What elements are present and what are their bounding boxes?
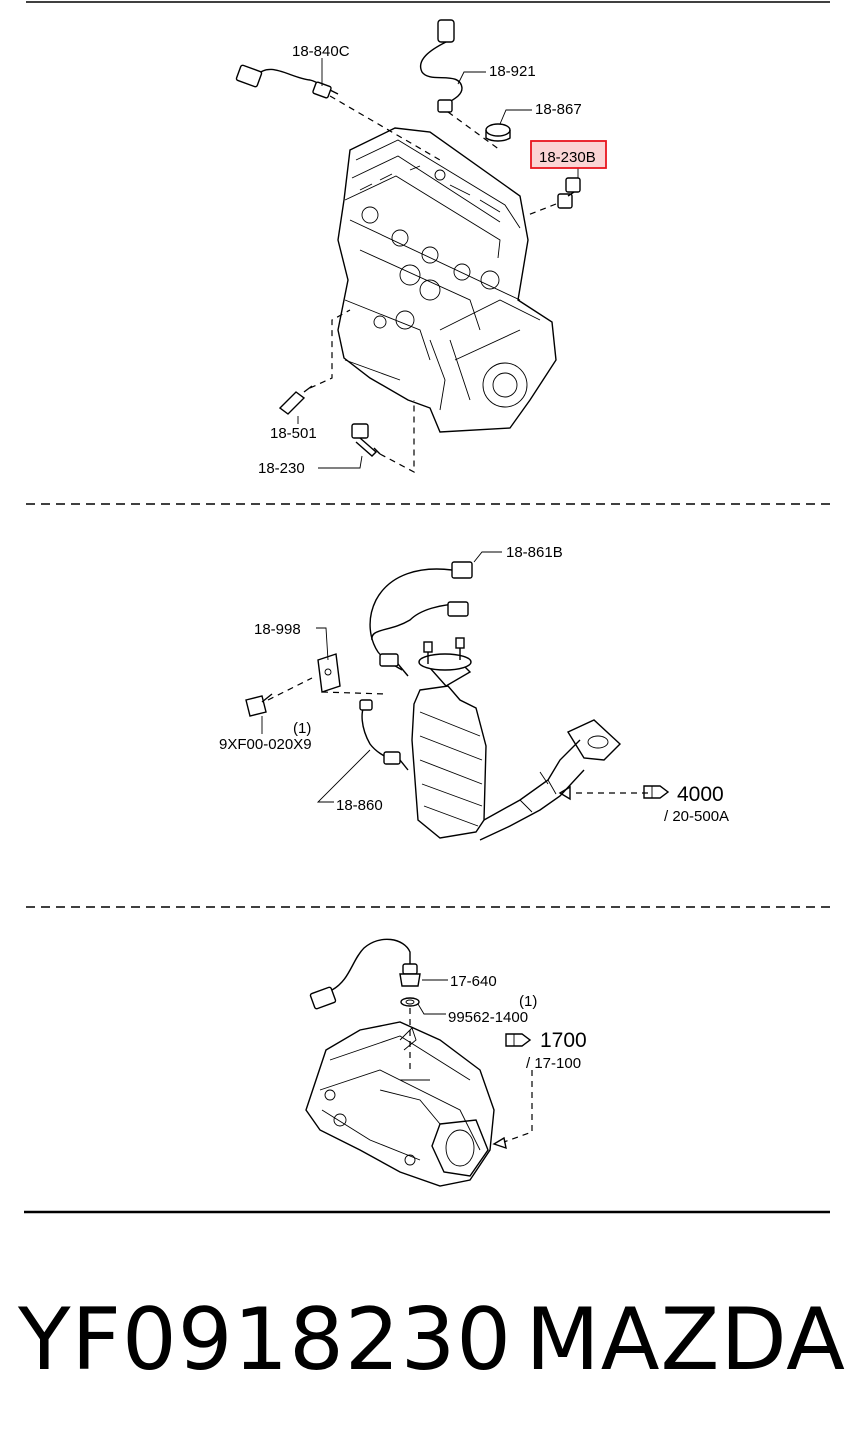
label-20-500A: / 20-500A	[664, 808, 729, 825]
footer: YF0918230 MAZDA	[0, 1290, 864, 1400]
sensor-18-860-drawing	[359, 699, 409, 771]
sensor-18-230-drawing	[351, 423, 381, 457]
label-quantity-1: (1)	[519, 993, 537, 1010]
highlight-box-18-230B	[530, 140, 607, 169]
label-1700: 1700	[540, 1029, 587, 1052]
transmission-section: 17-640 (1) 99562-1400 1700 / 17-100	[305, 938, 587, 1187]
label-18-501: 18-501	[270, 425, 317, 442]
sensor-17-640-drawing	[309, 938, 421, 1010]
sensor-18-921-drawing	[419, 19, 463, 113]
sensor-18-501-drawing	[278, 385, 313, 415]
label-4000: 4000	[677, 783, 724, 806]
label-18-860: 18-860	[336, 797, 383, 814]
engine-block-drawing	[337, 127, 557, 433]
sensor-18-861B-drawing	[369, 561, 473, 677]
transmission-case-drawing	[305, 1021, 495, 1187]
part-number: YF0918230	[18, 1290, 513, 1390]
label-99562-1400: 99562-1400	[448, 1009, 528, 1026]
pointing-hand-icon	[505, 1033, 532, 1047]
label-18-998: 18-998	[254, 621, 301, 638]
bracket-18-998-drawing	[317, 653, 341, 693]
bolt-9XF00-drawing	[245, 693, 273, 717]
label-18-230B: 18-230B	[539, 149, 596, 166]
label-18-840C: 18-840C	[292, 43, 350, 60]
washer-99562-1400-drawing	[400, 997, 420, 1007]
pointing-hand-icon	[643, 785, 670, 799]
part-18-867-drawing	[485, 123, 511, 142]
label-18-921: 18-921	[489, 63, 536, 80]
label-quantity-1: (1)	[293, 720, 311, 737]
sensor-18-230B-drawing	[557, 177, 581, 209]
label-18-861B: 18-861B	[506, 544, 563, 561]
label-18-867: 18-867	[535, 101, 582, 118]
brand-name: MAZDA	[525, 1290, 846, 1390]
label-9XF00-020X9: 9XF00-020X9	[219, 736, 312, 753]
sensor-18-840C-drawing	[235, 64, 339, 99]
catalytic-converter-drawing	[411, 637, 622, 841]
label-18-230: 18-230	[258, 460, 305, 477]
label-17-100: / 17-100	[526, 1055, 581, 1072]
label-17-640: 17-640	[450, 973, 497, 990]
engine-section: 18-840C 18-921 18-867 18-230B 18-501 18-…	[235, 19, 607, 477]
exhaust-section: 18-861B 18-998 (1) 9XF00-020X9 18-860 40…	[219, 544, 729, 841]
